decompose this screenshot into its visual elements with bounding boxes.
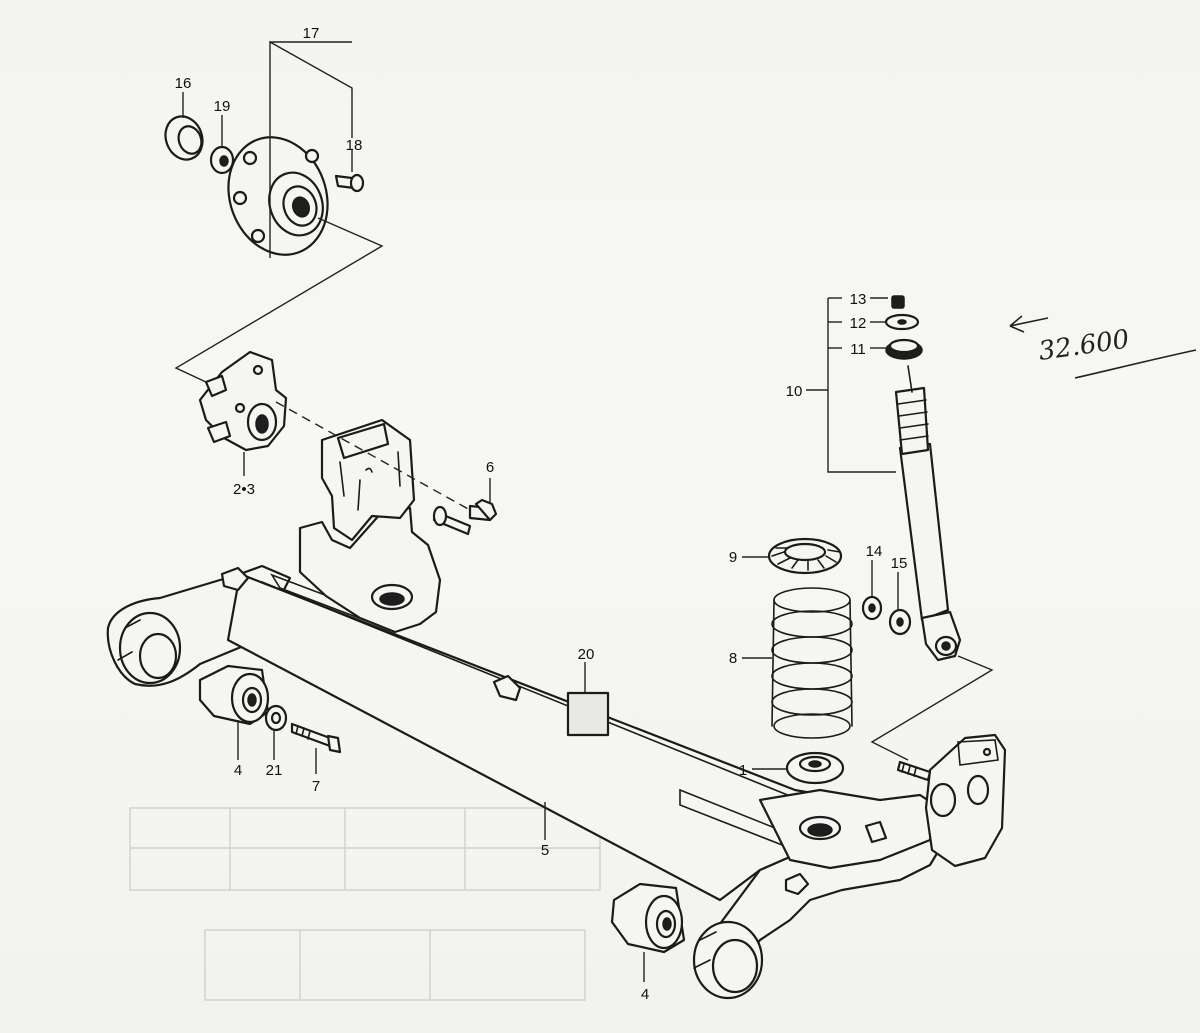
shock-washer [884, 313, 920, 331]
shock-absorber [894, 365, 962, 662]
callout-7: 7 [312, 778, 320, 795]
washer-15 [888, 608, 912, 636]
callout-12: 12 [850, 315, 867, 332]
hub-carrier [198, 350, 288, 452]
spring-upper-seat [767, 537, 843, 575]
handwritten-note: 32.600 [1037, 325, 1131, 367]
bleed-through-table [129, 807, 601, 1001]
callout-16: 16 [175, 75, 192, 92]
callout-5: 5 [541, 842, 549, 859]
coil-spring [771, 587, 853, 739]
bolt-7 [290, 722, 342, 754]
label-plate [566, 691, 610, 737]
rear-axle-beam [106, 418, 1007, 1000]
callout-15: 15 [891, 555, 908, 572]
callout-8: 8 [729, 650, 737, 667]
callout-14: 14 [866, 543, 883, 560]
handwritten-annotation: 32.600 [1009, 315, 1197, 379]
shock-nut [891, 295, 905, 309]
callout-20: 20 [578, 646, 595, 663]
callout-6: 6 [486, 459, 494, 476]
nut-14 [861, 595, 883, 621]
spring-lower-seat [785, 751, 845, 785]
leader-lines [174, 40, 994, 982]
callout-21: 21 [266, 762, 283, 779]
bolt-6 [432, 498, 498, 536]
shock-mount-bush [885, 338, 923, 360]
callout-19: 19 [214, 98, 231, 115]
callout-18: 18 [346, 137, 363, 154]
callout-4-left: 4 [234, 762, 242, 779]
wheel-hub [227, 136, 329, 256]
callouts: 17 16 19 18 2•3 6 13 12 11 10 9 14 15 8 … [175, 25, 908, 1003]
callout-4-bottom: 4 [641, 986, 649, 1003]
callout-11: 11 [850, 341, 866, 358]
hub-nut [209, 145, 235, 175]
callout-9: 9 [729, 549, 737, 566]
hub-bolt [334, 173, 365, 193]
callout-10: 10 [786, 383, 803, 400]
washer [264, 704, 288, 732]
bushing-left [198, 664, 270, 726]
callout-13: 13 [850, 291, 867, 308]
callout-1: 1 [739, 762, 747, 779]
callout-2-3: 2•3 [233, 481, 255, 498]
hub-cap [164, 115, 204, 161]
bushing-bottom [610, 882, 686, 954]
callout-17: 17 [303, 25, 320, 42]
